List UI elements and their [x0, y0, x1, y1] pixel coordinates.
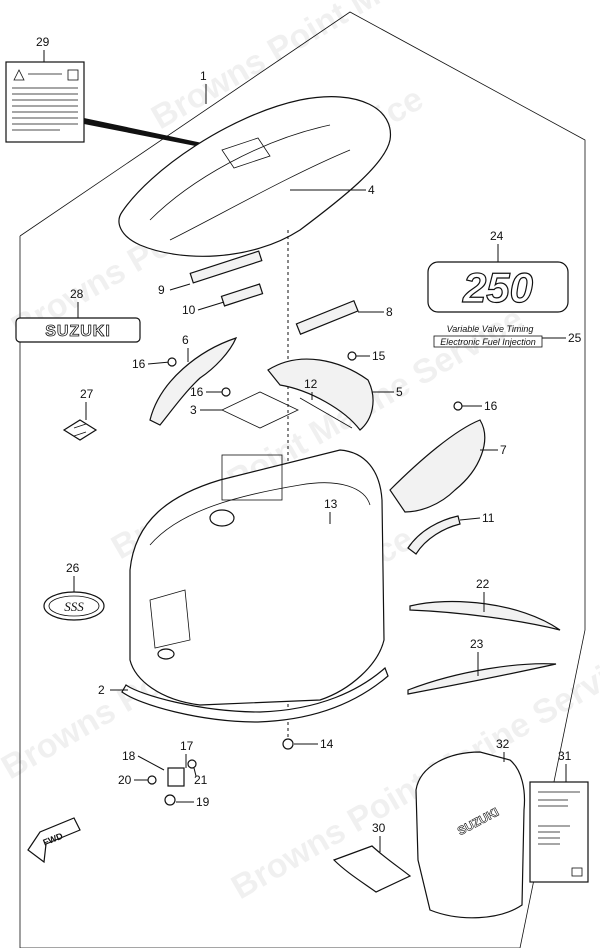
owners-manual-part — [529, 781, 589, 883]
side-vent-part — [389, 419, 486, 513]
bolt-part-14 — [282, 738, 294, 750]
stripe-part-24 — [407, 663, 557, 695]
callout-33: 32 — [496, 737, 510, 751]
model-250-decal-part: 250 — [427, 261, 569, 313]
callout-19: 18 — [122, 749, 136, 763]
fwd-arrow: FWD — [27, 817, 81, 864]
suzuki-decal-text: SUZUKI — [45, 323, 111, 340]
callout-8: 8 — [386, 305, 393, 319]
callout-1: 1 — [200, 69, 207, 83]
latch-hardware-parts — [147, 759, 197, 806]
callout-27: 26 — [66, 561, 80, 575]
callout-9: 9 — [158, 283, 165, 297]
tool-pouch-part — [332, 845, 412, 893]
callout-22: 21 — [194, 773, 208, 787]
callout-13: 13 — [324, 497, 338, 511]
engine-cover-bag-part: SUZUKI — [415, 751, 526, 919]
left-vent-part — [149, 337, 238, 426]
s-logo-part — [62, 419, 98, 441]
callout-7: 7 — [500, 443, 507, 457]
callouts-layer: 29 1 4 24 28 9 10 8 25 6 16 15 27 16 12 — [36, 35, 582, 852]
callout-15: 15 — [372, 349, 386, 363]
callout-29: 28 — [70, 287, 84, 301]
sss-emblem-part: SSS — [43, 591, 105, 621]
seal-part-10 — [220, 283, 264, 307]
callout-18: 17 — [180, 739, 194, 753]
seal-part-12 — [299, 397, 353, 429]
callout-24: 23 — [470, 637, 484, 651]
model-250-text: 250 — [462, 264, 533, 311]
callout-2: 2 — [98, 683, 105, 697]
callout-14: 14 — [320, 737, 334, 751]
callout-3: 3 — [190, 403, 197, 417]
frame-outline — [19, 11, 586, 948]
sss-emblem-text: SSS — [64, 599, 84, 614]
callout-16a: 16 — [132, 357, 146, 371]
suzuki-decal-part: SUZUKI — [15, 317, 141, 343]
vvt-decal-part: Variable Valve Timing Electronic Fuel In… — [433, 324, 543, 348]
stripe-part-23 — [409, 600, 561, 631]
callout-23: 22 — [476, 577, 490, 591]
callout-16b: 16 — [484, 399, 498, 413]
callout-31: 30 — [372, 821, 386, 835]
callout-26: 25 — [568, 331, 582, 345]
vvt-decal-line2: Electronic Fuel Injection — [440, 337, 536, 347]
callout-25: 24 — [490, 229, 504, 243]
callout-12: 12 — [304, 377, 318, 391]
callout-21: 20 — [118, 773, 132, 787]
callout-30: 29 — [36, 35, 50, 49]
callout-17: 16 — [190, 385, 204, 399]
seal-part-8 — [295, 299, 359, 335]
engine-cover-part — [121, 449, 389, 723]
callout-6: 6 — [182, 333, 189, 347]
gasket-part-3 — [221, 391, 299, 429]
callout-11: 11 — [482, 511, 495, 525]
warning-label-part — [5, 61, 226, 152]
callout-28: 27 — [80, 387, 94, 401]
seal-part-9 — [189, 250, 263, 284]
callout-5: 5 — [396, 385, 403, 399]
top-cover-part — [118, 96, 392, 257]
vvt-decal-line1: Variable Valve Timing — [447, 324, 534, 334]
callout-10: 10 — [182, 303, 196, 317]
rear-vent-part — [267, 358, 374, 431]
seal-part-11 — [407, 515, 461, 555]
callout-20: 19 — [196, 795, 210, 809]
callout-32: 31 — [558, 749, 572, 763]
callout-4: 4 — [368, 183, 375, 197]
